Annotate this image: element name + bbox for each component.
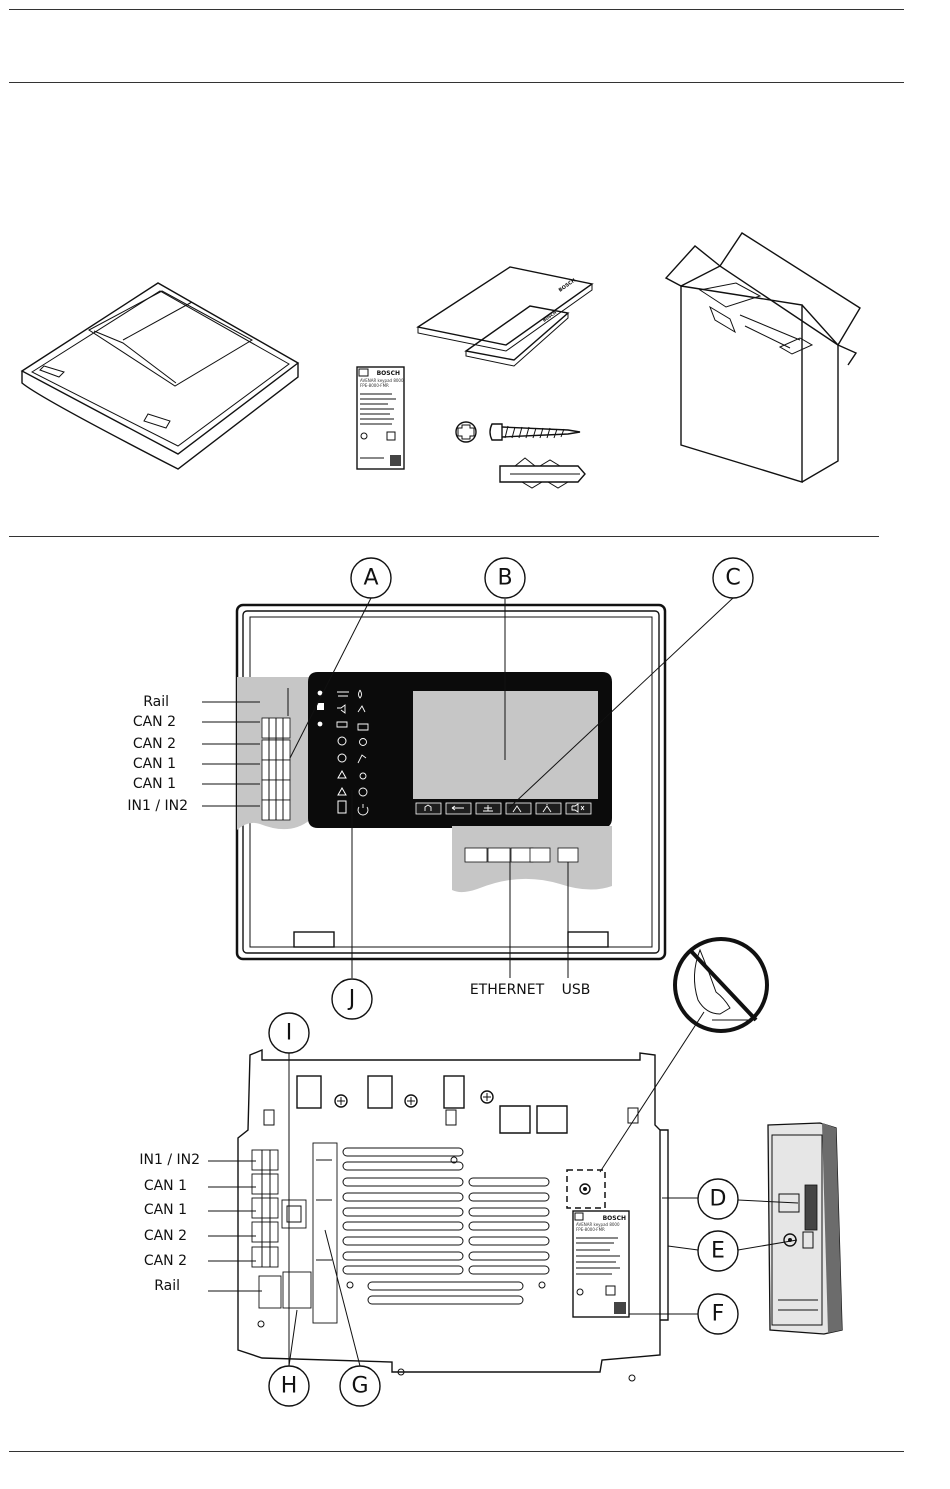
box-illustration [666,233,860,482]
ethernet-port-4 [530,848,550,862]
label-can1-rear-1: CAN 1 [144,1178,187,1194]
svg-text:C: C [725,566,740,591]
rating-label-model: FPE-8000-FMR [360,383,389,388]
callout-i: I [269,1013,309,1053]
front-panel [308,672,612,828]
label-rail-front: Rail [143,694,169,710]
label-can1-rear-2: CAN 1 [144,1202,187,1218]
label-in12-rear: IN1 / IN2 [139,1152,200,1168]
label-ethernet: ETHERNET [470,982,545,998]
manual-brand: BOSCH [558,278,577,294]
callout-d: D [698,1179,738,1219]
connector-strip-bottom [452,826,612,892]
label-can1-front-2: CAN 1 [133,776,176,792]
rating-label-card: BOSCH AVENAR keypad 8000 FPE-8000-FMR [357,367,404,469]
callout-j: J [332,979,372,1019]
panel-housing-illustration [22,283,298,469]
svg-text:E: E [711,1239,725,1264]
home-key[interactable] [416,803,441,814]
callout-c: C [713,558,753,598]
svg-text:B: B [497,566,512,591]
terminal-block-area [237,677,310,830]
svg-text:J: J [347,987,356,1012]
svg-text:F: F [712,1302,725,1327]
menu-key[interactable] [476,803,501,814]
screw-head-icon [456,422,476,442]
callout-g: G [340,1366,380,1406]
label-can2-rear-1: CAN 2 [144,1228,187,1244]
svg-text:H: H [281,1374,298,1399]
callout-a: A [351,558,391,598]
rear-rating-label: BOSCH AVENAR keypad 8000 FPE-8000-FMR [573,1211,629,1317]
screw-illustration [490,424,580,440]
fault-led-icon [317,703,324,710]
side-view-illustration [768,1123,842,1334]
quick-guide-booklet: BOSCH [466,306,568,366]
usb-port [558,848,578,862]
svg-text:G: G [351,1374,368,1399]
label-in12-front: IN1 / IN2 [127,798,188,814]
rear-label-brand: BOSCH [603,1215,626,1222]
rating-label-brand: BOSCH [377,370,400,377]
back-key[interactable] [446,803,471,814]
label-can2-front-1: CAN 2 [133,714,176,730]
no-touch-warning-icon [675,939,767,1031]
rear-terminals [252,1143,337,1323]
phone-led-icon [318,722,323,727]
dashed-zone [567,1170,605,1208]
manual-booklet: BOSCH [418,267,592,351]
ethernet-port-1 [465,848,487,862]
label-usb: USB [562,982,591,998]
callout-h: H [269,1366,309,1406]
callout-b: B [485,558,525,598]
label-can2-rear-2: CAN 2 [144,1253,187,1269]
mute-key[interactable] [566,803,591,814]
callout-f: F [698,1294,738,1334]
ethernet-port-2 [488,848,510,862]
label-can1-front-1: CAN 1 [133,756,176,772]
label-rail-rear: Rail [154,1278,180,1294]
svg-text:I: I [286,1021,293,1046]
callout-e: E [698,1231,738,1271]
rear-label-model: FPE-8000-FMR [576,1227,605,1232]
svg-text:D: D [710,1187,727,1212]
wall-plug-illustration [500,458,585,488]
label-can2-front-2: CAN 2 [133,736,176,752]
svg-text:A: A [363,566,378,591]
